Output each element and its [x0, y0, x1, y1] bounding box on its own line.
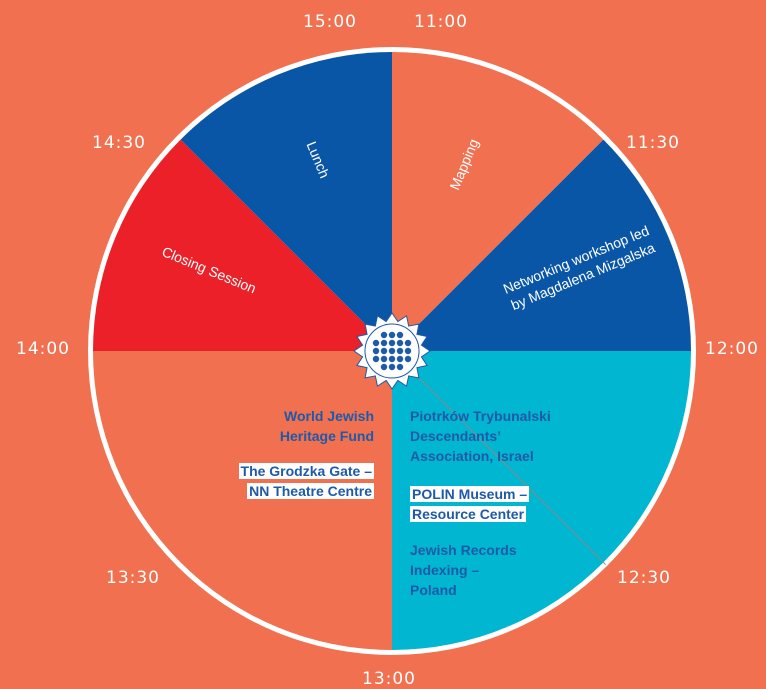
org-line-highlighted: NN Theatre Centre — [247, 483, 374, 499]
org-line: Piotrków Trybunalski — [410, 408, 551, 424]
center-emblem-dot — [388, 331, 396, 339]
time-label-1200: 12:00 — [705, 339, 759, 359]
center-emblem-dot — [404, 339, 412, 347]
center-emblem-dot — [396, 339, 404, 347]
org-line: Heritage Fund — [279, 428, 374, 444]
center-emblem-dot — [380, 331, 388, 339]
schedule-segment-6 — [180, 52, 392, 351]
center-emblem-dot — [396, 347, 404, 355]
center-emblem-dot — [380, 339, 388, 347]
time-label-1500: 15:00 — [303, 12, 357, 32]
center-emblem-dot — [380, 355, 388, 363]
org-line-highlighted: POLIN Museum – — [410, 486, 530, 502]
schedule-segment-5 — [93, 139, 392, 351]
center-emblem-dot — [396, 363, 404, 371]
org-grodzka-gate: The Grodzka Gate – NN Theatre Centre — [238, 461, 374, 501]
center-emblem-dot — [372, 339, 380, 347]
time-label-1300: 13:00 — [362, 669, 416, 689]
org-line: Indexing – — [410, 562, 480, 578]
center-emblem-dot — [380, 363, 388, 371]
center-emblem-dot — [372, 347, 380, 355]
time-label-1130: 11:30 — [626, 133, 680, 153]
center-emblem-dot — [388, 363, 396, 371]
time-label-1400: 14:00 — [16, 339, 70, 359]
center-emblem-dot — [388, 347, 396, 355]
center-emblem-dot — [404, 355, 412, 363]
org-line: World Jewish — [284, 408, 374, 424]
org-line: Association, Israel — [410, 448, 534, 464]
time-label-1100: 11:00 — [414, 12, 468, 32]
schedule-segment-1 — [392, 52, 604, 351]
org-polin-museum: POLIN Museum – Resource Center — [410, 484, 530, 524]
org-jewish-records-indexing: Jewish Records Indexing – Poland — [410, 540, 517, 600]
center-emblem-dot — [396, 331, 404, 339]
center-emblem-dot — [372, 355, 380, 363]
schedule-segment-2 — [392, 139, 691, 351]
time-label-1430: 14:30 — [92, 133, 146, 153]
divider-line — [391, 350, 606, 565]
time-label-1330: 13:30 — [106, 568, 160, 588]
org-line-highlighted: The Grodzka Gate – — [238, 463, 374, 479]
org-line: Descendants’ — [410, 428, 502, 444]
org-world-jewish-heritage-fund: World Jewish Heritage Fund — [280, 406, 374, 446]
center-emblem-dot — [396, 355, 404, 363]
org-line: Jewish Records — [410, 542, 517, 558]
center-emblem-dot — [380, 347, 388, 355]
center-emblem-dot — [404, 347, 412, 355]
schedule-segment-4 — [93, 351, 392, 650]
center-emblem-dot — [388, 355, 396, 363]
org-piotrkow-descendants: Piotrków Trybunalski Descendants’ Associ… — [410, 406, 551, 466]
org-line: Poland — [410, 582, 457, 598]
time-label-1230: 12:30 — [617, 568, 671, 588]
org-line-highlighted: Resource Center — [410, 506, 527, 522]
center-emblem-dot — [388, 339, 396, 347]
